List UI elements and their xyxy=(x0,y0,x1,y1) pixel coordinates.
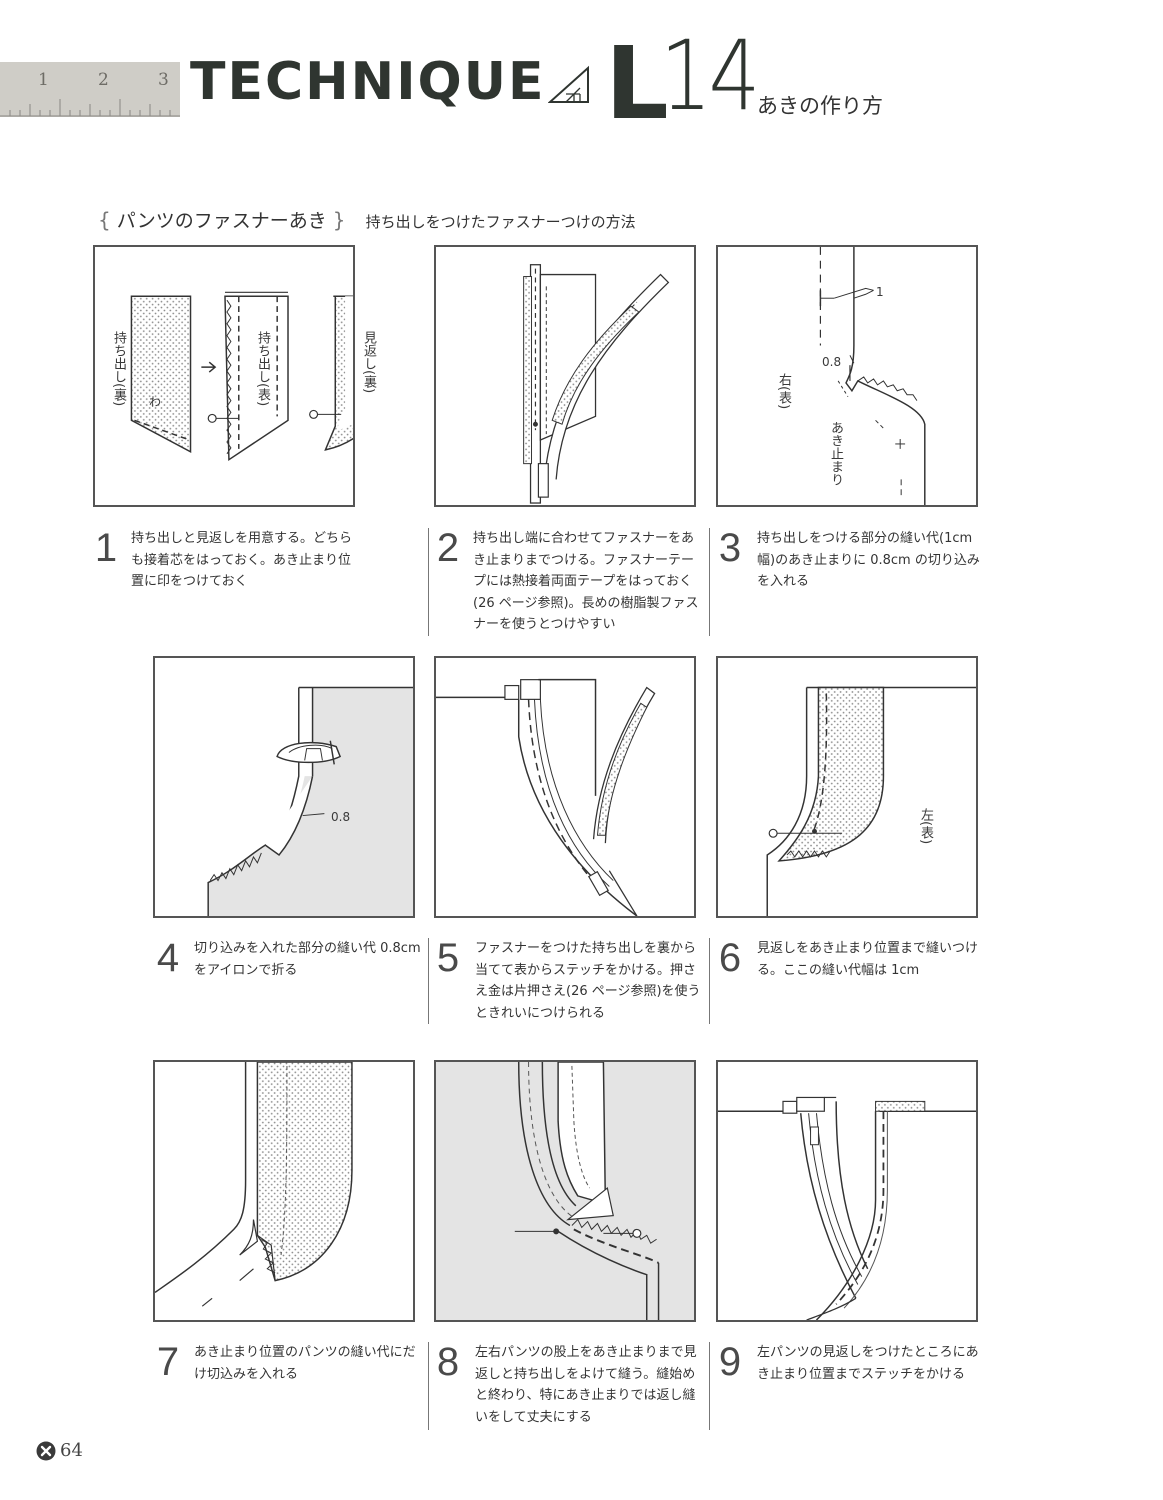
section-subtitle: 持ち出しをつけたファスナーつけの方法 xyxy=(365,213,636,231)
step-text: 持ち出しと見返しを用意する。どちらも接着芯をはっておく。あき止まり位置に印をつけ… xyxy=(131,531,353,589)
divider xyxy=(709,1342,710,1430)
diagram-label: 0.8 xyxy=(822,355,842,369)
technique-heading: TECHNIQUE xyxy=(190,52,546,112)
diagram-label: 持ち出し(表) xyxy=(253,329,272,409)
ruler-number: 2 xyxy=(98,70,109,90)
divider xyxy=(428,528,429,636)
step-number: 3 xyxy=(718,526,742,570)
diagram-step-8 xyxy=(434,1060,696,1322)
button-icon xyxy=(36,1441,56,1461)
diagram-step-4: 0.8 xyxy=(153,656,415,918)
step-number: 1 xyxy=(94,526,118,570)
brace-close: } xyxy=(332,208,346,232)
diagram-step-2 xyxy=(434,245,696,507)
section-title: パンツのファスナーあき xyxy=(116,210,327,232)
section-heading: { パンツのファスナーあき } 持ち出しをつけたファスナーつけの方法 xyxy=(98,206,636,233)
step-number: 9 xyxy=(718,1340,742,1384)
diagram-label: 0.8 xyxy=(331,810,351,824)
lesson-number: 14 xyxy=(660,20,760,132)
diagram-step-1: 持ち出し(裏) わ 持ち出し(表) 見返し(裏) xyxy=(93,245,378,507)
brace-open: { xyxy=(98,208,111,232)
diagram-label: 持ち出し(裏) xyxy=(109,329,128,409)
step-text: 左パンツの見返しをつけたところにあき止まり位置までステッチをかける xyxy=(757,1345,979,1382)
step-text: 左右パンツの股上をあき止まりまで見返しと持ち出しをよけて縫う。縫始めと終わり、特… xyxy=(475,1345,697,1425)
ruler-graphic: 1 2 3 xyxy=(0,62,180,117)
step-number: 6 xyxy=(718,936,742,980)
ruler-number: 3 xyxy=(158,70,169,90)
step-text: ファスナーをつけた持ち出しを裏から当てて表からステッチをかける。押さえ金は片押さ… xyxy=(475,941,701,1021)
lesson-letter: L xyxy=(605,25,669,142)
page-number: 64 xyxy=(60,1440,83,1461)
step-number: 4 xyxy=(156,936,180,980)
diagram-label: あき止まり xyxy=(828,421,843,486)
diagram-label: 見返し(裏) xyxy=(359,329,378,396)
diagram-label: 1 xyxy=(876,285,884,299)
step-number: 8 xyxy=(436,1340,460,1384)
triangle-ruler-icon xyxy=(548,65,589,103)
step-number: 5 xyxy=(436,936,460,980)
diagram-label: 右(表) xyxy=(776,373,791,410)
step-text: 持ち出し端に合わせてファスナーをあき止まりまでつける。ファスナーテープには熱接着… xyxy=(473,531,699,632)
ruler-number: 1 xyxy=(38,70,49,90)
diagram-step-3: 1 0.8 右(表) あき止まり xyxy=(716,245,978,507)
diagram-step-5 xyxy=(434,656,696,918)
diagram-label: わ xyxy=(149,395,162,409)
step-number: 2 xyxy=(436,526,460,570)
step-text: 見返しをあき止まり位置まで縫いつける。ここの縫い代幅は 1cm xyxy=(757,941,979,978)
divider xyxy=(428,1342,429,1430)
diagram-step-7 xyxy=(153,1060,415,1322)
lesson-title: あきの作り方 xyxy=(757,94,883,118)
divider xyxy=(428,938,429,1024)
diagram-step-6: 左(表) xyxy=(716,656,978,918)
step-text: あき止まり位置のパンツの縫い代にだけ切込みを入れる xyxy=(194,1345,416,1382)
step-number: 7 xyxy=(156,1340,180,1384)
divider xyxy=(709,528,710,636)
diagram-label: 左(表) xyxy=(918,808,933,845)
step-text: 切り込みを入れた部分の縫い代 0.8cm をアイロンで折る xyxy=(194,941,421,978)
step-text: 持ち出しをつける部分の縫い代(1cm 幅)のあき止まりに 0.8cm の切り込み… xyxy=(757,531,980,589)
divider xyxy=(709,938,710,1024)
lesson-label: LESSON xyxy=(617,45,627,93)
diagram-step-9 xyxy=(716,1060,978,1322)
